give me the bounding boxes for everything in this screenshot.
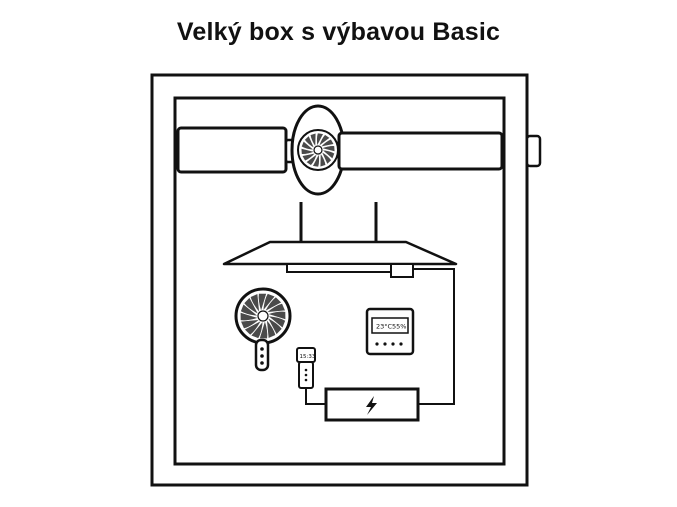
fan-blade — [250, 320, 264, 339]
fan-blade — [309, 132, 317, 148]
stand-dot — [260, 361, 264, 365]
fan-blade — [240, 319, 261, 330]
timer-dot — [304, 373, 308, 377]
lamp-cable — [413, 268, 455, 405]
side-port — [525, 134, 542, 168]
hygrometer-temperature: 23°C — [376, 323, 393, 331]
fan-blade — [300, 140, 315, 151]
fan-blade — [301, 152, 317, 162]
hygrometer-button — [375, 342, 379, 346]
fan-blade — [243, 296, 260, 315]
fan-hub — [257, 310, 269, 322]
fan-blade — [249, 293, 260, 314]
hygrometer-button — [391, 342, 395, 346]
timer-display: 15:33 — [300, 354, 316, 360]
fan-blade — [312, 152, 320, 168]
fan-icon — [239, 292, 287, 340]
lamp-tube — [286, 263, 392, 273]
fan-blade — [319, 152, 327, 168]
fan-blade — [264, 296, 283, 313]
fan-blade — [320, 151, 332, 165]
fan-hub — [313, 145, 323, 155]
fan-blade — [266, 311, 287, 321]
hygrometer-button — [399, 342, 403, 346]
fan-blade — [258, 292, 268, 313]
fan-blade — [266, 317, 283, 336]
timer-cable — [305, 388, 326, 405]
fan-icon — [300, 132, 336, 168]
fan-blade — [240, 303, 259, 317]
fan-blade — [316, 132, 324, 148]
timer-dot — [304, 368, 308, 372]
page-title: Velký box s výbavou Basic — [176, 18, 501, 46]
hygrometer-humidity: 55% — [392, 323, 406, 331]
stand-dot — [260, 347, 264, 351]
fan-blade — [318, 134, 331, 147]
lightning-bolt-icon — [366, 396, 377, 415]
fan-blade — [319, 138, 335, 148]
fan-blade — [321, 149, 336, 160]
fan-blade — [262, 293, 276, 312]
fan-blade — [320, 145, 336, 153]
lamp-ballast — [390, 263, 414, 278]
fan-blade — [300, 147, 316, 155]
lamp-reflector — [222, 240, 458, 266]
stand-dot — [260, 354, 264, 358]
fan-blade — [258, 319, 268, 340]
carbon-filter — [176, 126, 288, 174]
fan-blade — [305, 153, 318, 166]
hygrometer-button — [383, 342, 387, 346]
fan-blade — [266, 318, 277, 339]
fan-blade — [304, 135, 316, 149]
fan-blade — [243, 319, 262, 336]
fan-blade — [265, 302, 286, 313]
exhaust-duct — [337, 131, 504, 171]
fan-blade — [239, 311, 260, 321]
power-supply — [324, 387, 420, 422]
hygrometer-screen — [371, 317, 409, 334]
timer-dot — [304, 378, 308, 382]
